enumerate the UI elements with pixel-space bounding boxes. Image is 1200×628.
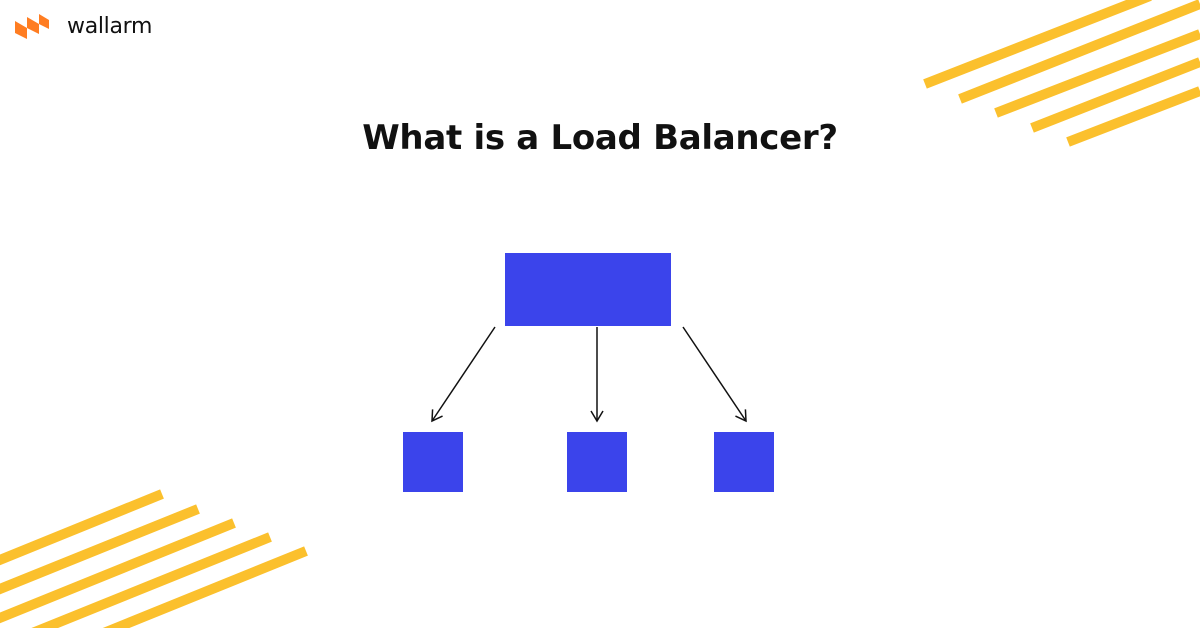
bottom-left-stripes <box>0 489 308 628</box>
page-title: What is a Load Balancer? <box>362 118 838 158</box>
bottom-left-stripe <box>0 489 164 566</box>
diagram-edges <box>431 326 747 423</box>
bottom-left-stripe <box>31 532 272 628</box>
load-balancer-node <box>505 253 671 326</box>
diagram-nodes <box>403 253 774 492</box>
top-right-stripe <box>994 29 1200 118</box>
brand-name: wallarm <box>67 14 153 39</box>
logo-mark-shape <box>15 14 49 39</box>
wallarm-logo-icon <box>15 14 49 39</box>
server-node-1 <box>403 432 463 492</box>
edge-load-balancer-to-server-3 <box>682 326 747 423</box>
top-right-stripe <box>1030 57 1200 133</box>
server-node-3 <box>714 432 774 492</box>
wallarm-logo: wallarm <box>15 14 152 40</box>
bottom-left-stripe <box>0 504 200 595</box>
bottom-left-stripe <box>102 546 308 628</box>
top-right-stripe <box>923 0 1152 89</box>
top-right-stripe <box>958 0 1200 104</box>
bottom-left-stripe <box>0 518 236 624</box>
edge-load-balancer-to-server-1 <box>431 326 496 423</box>
server-node-2 <box>567 432 627 492</box>
